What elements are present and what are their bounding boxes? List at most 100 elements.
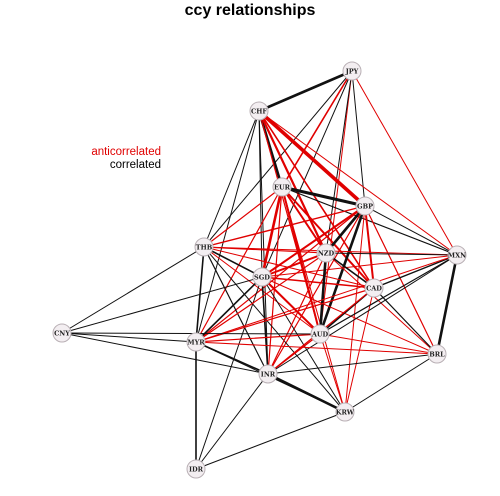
edge-mxn-myr (195, 254, 458, 343)
node-krw: KRW (335, 402, 355, 422)
edge-jpy-nzd (325, 70, 353, 254)
edge-gbp-nzd (324, 204, 367, 255)
edge-gbp-krw (344, 205, 366, 413)
edge-sgd-cad (261, 276, 375, 289)
edge-myr-cny (61, 332, 197, 343)
edge-jpy-sgd (261, 70, 353, 278)
edge-cad-mxn (373, 254, 458, 289)
node-thb: THB (194, 237, 214, 257)
edge-jpy-mxn (351, 70, 458, 256)
node-idr: IDR (186, 459, 206, 479)
edge-jpy-thb (203, 70, 353, 248)
node-circle (252, 267, 272, 287)
node-eur: EUR (272, 177, 292, 197)
node-cny: CNY (52, 323, 72, 343)
edge-chf-mxn (258, 110, 458, 256)
edge-jpy-aud (319, 70, 353, 335)
node-label: CAD (366, 284, 382, 292)
edge-sgd-aud (261, 276, 321, 335)
node-label: BRL (429, 350, 445, 358)
edge-myr-brl (195, 341, 438, 355)
edge-cny-aud (61, 332, 321, 335)
edge-inr-cny (61, 332, 269, 375)
node-gbp: GBP (355, 196, 375, 216)
node-circle (364, 278, 384, 298)
node-circle (194, 237, 214, 257)
node-sgd: SGD (252, 267, 272, 287)
legend: anticorrelated correlated (40, 146, 161, 172)
edge-eur-nzd (281, 186, 327, 254)
node-circle (335, 402, 355, 422)
edge-inr-brl (267, 353, 438, 375)
edge-inr-idr (195, 373, 269, 470)
node-label: MYR (187, 338, 205, 346)
node-brl: BRL (427, 344, 447, 364)
edge-nzd-mxn (325, 252, 458, 256)
edge-chf-myr (195, 110, 260, 343)
edge-nzd-inr (267, 252, 327, 375)
edge-gbp-mxn (364, 205, 458, 256)
edge-jpy-eur (281, 70, 353, 188)
edge-sgd-mxn (261, 254, 458, 278)
node-aud: AUD (310, 324, 330, 344)
edge-gbp-cad (364, 205, 375, 289)
edge-gbp-thb (203, 205, 366, 248)
edge-thb-inr (203, 246, 269, 375)
node-label: THB (196, 243, 213, 251)
node-circle (258, 364, 278, 384)
node-jpy: JPY (342, 61, 362, 81)
edge-mxn-brl (435, 253, 459, 356)
legend-anticorrelated: anticorrelated (91, 146, 161, 158)
node-label: INR (261, 370, 276, 378)
edge-nzd-cad (325, 252, 375, 289)
node-label: SGD (254, 273, 270, 281)
edge-sgd-nzd (261, 252, 327, 278)
node-chf: CHF (249, 101, 269, 121)
edge-eur-aud (281, 186, 321, 335)
node-myr: MYR (186, 332, 206, 352)
edge-aud-myr (195, 333, 321, 343)
edge-cad-myr (195, 287, 375, 343)
edge-sgd-cny (61, 276, 263, 334)
node-cad: CAD (364, 278, 384, 298)
edge-thb-krw (203, 246, 346, 413)
node-label: MXN (448, 251, 466, 259)
edge-eur-mxn (281, 186, 458, 256)
edge-aud-krw (319, 333, 346, 413)
edge-sgd-brl (261, 276, 438, 355)
edge-jpy-gbp (351, 70, 366, 207)
edge-aud-inr (267, 333, 321, 375)
edge-nzd-brl (325, 252, 438, 355)
edge-nzd-myr (195, 252, 327, 343)
node-label: EUR (274, 183, 291, 191)
node-circle (52, 323, 72, 343)
node-circle (186, 459, 206, 479)
node-circle (186, 332, 206, 352)
edge-eur-thb (203, 186, 283, 248)
node-circle (316, 243, 336, 263)
edge-sgd-idr (195, 276, 263, 470)
node-label: JPY (345, 67, 359, 75)
legend-correlated: correlated (109, 159, 161, 171)
edge-inr-krw (266, 372, 347, 414)
edge-chf-cad (258, 110, 375, 289)
edge-gbp-myr (195, 205, 366, 343)
node-label: GBP (357, 202, 373, 210)
edge-cad-brl (373, 287, 438, 355)
edge-sgd-inr (261, 276, 269, 375)
node-label: IDR (189, 465, 204, 473)
edge-gbp-brl (364, 205, 438, 355)
node-label: CNY (54, 329, 70, 337)
edge-thb-sgd (203, 246, 263, 278)
node-inr: INR (258, 364, 278, 384)
node-nzd: NZD (316, 243, 336, 263)
node-label: KRW (336, 408, 355, 416)
node-circle (355, 196, 375, 216)
edge-thb-aud (203, 246, 321, 335)
edge-thb-cny (61, 246, 205, 334)
node-label: NZD (318, 249, 335, 257)
node-circle (249, 101, 269, 121)
node-circle (342, 61, 362, 81)
edge-krw-brl (344, 353, 438, 413)
